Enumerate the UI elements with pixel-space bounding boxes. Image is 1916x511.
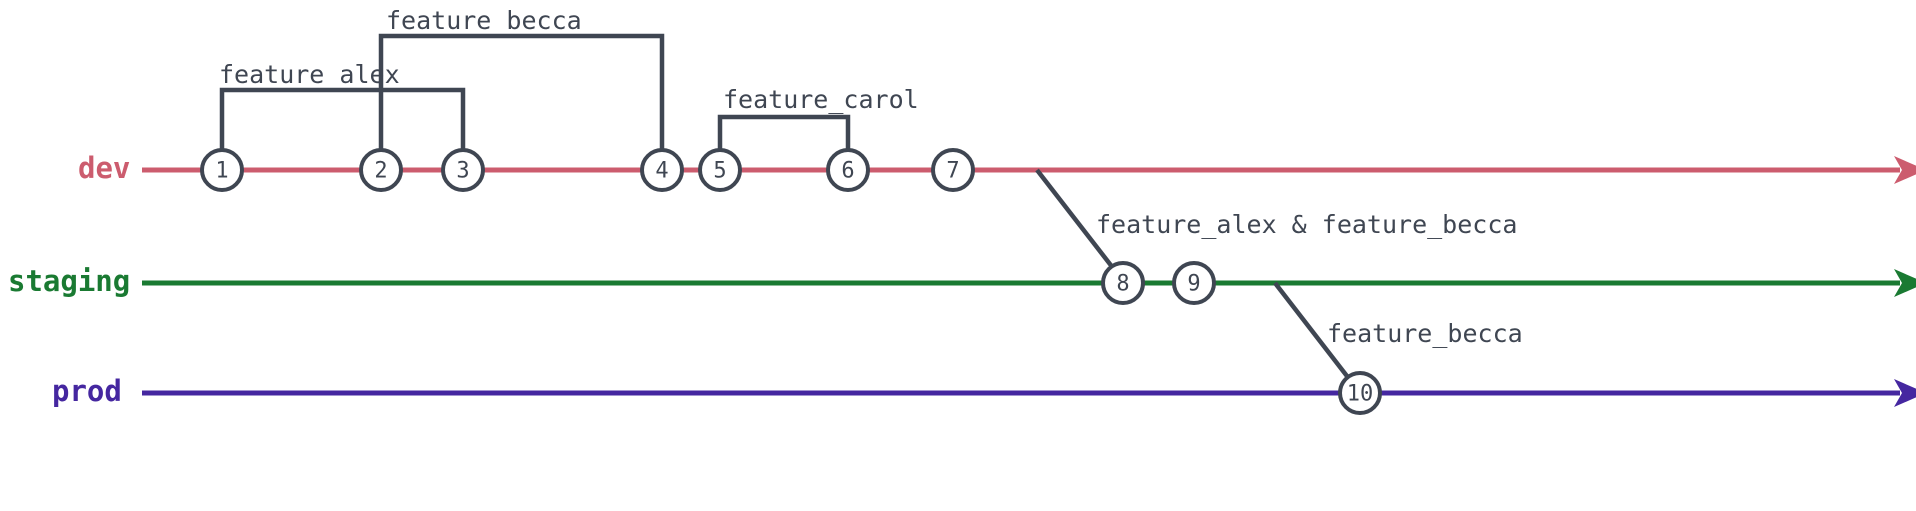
commit-circle-icon[interactable] (1338, 371, 1382, 415)
commit-number-label: 4 (655, 159, 668, 184)
bracket-path (717, 114, 851, 150)
branch-label-prod: prod (52, 374, 122, 408)
merge-label: feature_alex & feature_becca (1096, 210, 1517, 239)
commit-circle-icon[interactable] (200, 148, 244, 192)
commit-number-label: 2 (374, 159, 387, 184)
commit-node-4[interactable]: 4 (640, 148, 684, 192)
branch-lines (142, 156, 1916, 407)
feature-bracket-feature-becca: feature_becca (378, 6, 665, 150)
commit-node-9[interactable]: 9 (1172, 261, 1216, 305)
commit-number-label: 7 (946, 159, 959, 184)
commit-circle-icon[interactable] (1101, 261, 1145, 305)
commit-circle-icon[interactable] (826, 148, 870, 192)
feature-bracket-feature-carol: feature_carol (717, 85, 919, 150)
commit-node-2[interactable]: 2 (359, 148, 403, 192)
bracket-path (378, 33, 665, 150)
commit-nodes: 1 2 3 4 5 6 7 8 9 10 (200, 148, 1382, 415)
commit-number-label: 3 (456, 159, 469, 184)
merge-line (1273, 281, 1352, 382)
commit-number-label: 1 (215, 159, 228, 184)
commit-number-label: 9 (1187, 272, 1200, 297)
commit-node-7[interactable]: 7 (931, 148, 975, 192)
commit-circle-icon[interactable] (640, 148, 684, 192)
commit-node-3[interactable]: 3 (441, 148, 485, 192)
branch-label-staging: staging (8, 264, 130, 298)
commit-circle-icon[interactable] (931, 148, 975, 192)
feature-bracket-label: feature_alex (219, 60, 400, 89)
merge-line (1035, 168, 1115, 270)
feature-bracket-feature-alex: feature_alex (219, 60, 466, 150)
commit-circle-icon[interactable] (698, 148, 742, 192)
branch-name-labels: dev staging prod (8, 151, 130, 408)
commit-number-label: 6 (841, 159, 854, 184)
merge-connectors: feature_alex & feature_becca feature_becc… (1035, 168, 1523, 382)
merge-staging-to-prod: feature_becca (1273, 281, 1523, 382)
branch-label-dev: dev (78, 151, 130, 185)
merge-label: feature_becca (1327, 319, 1523, 348)
commit-node-1[interactable]: 1 (200, 148, 244, 192)
feature-bracket-label: feature_becca (386, 6, 582, 35)
commit-node-6[interactable]: 6 (826, 148, 870, 192)
commit-circle-icon[interactable] (359, 148, 403, 192)
commit-node-5[interactable]: 5 (698, 148, 742, 192)
commit-node-8[interactable]: 8 (1101, 261, 1145, 305)
bracket-path (219, 87, 466, 150)
commit-number-label: 8 (1116, 272, 1129, 297)
commit-circle-icon[interactable] (1172, 261, 1216, 305)
feature-bracket-label: feature_carol (723, 85, 919, 114)
merge-dev-to-staging: feature_alex & feature_becca (1035, 168, 1517, 270)
commit-circle-icon[interactable] (441, 148, 485, 192)
feature-brackets: feature_alex feature_becca feature_carol (219, 6, 919, 150)
commit-number-label: 5 (713, 159, 726, 184)
commit-node-10[interactable]: 10 (1338, 371, 1382, 415)
commit-number-label: 10 (1347, 382, 1374, 407)
